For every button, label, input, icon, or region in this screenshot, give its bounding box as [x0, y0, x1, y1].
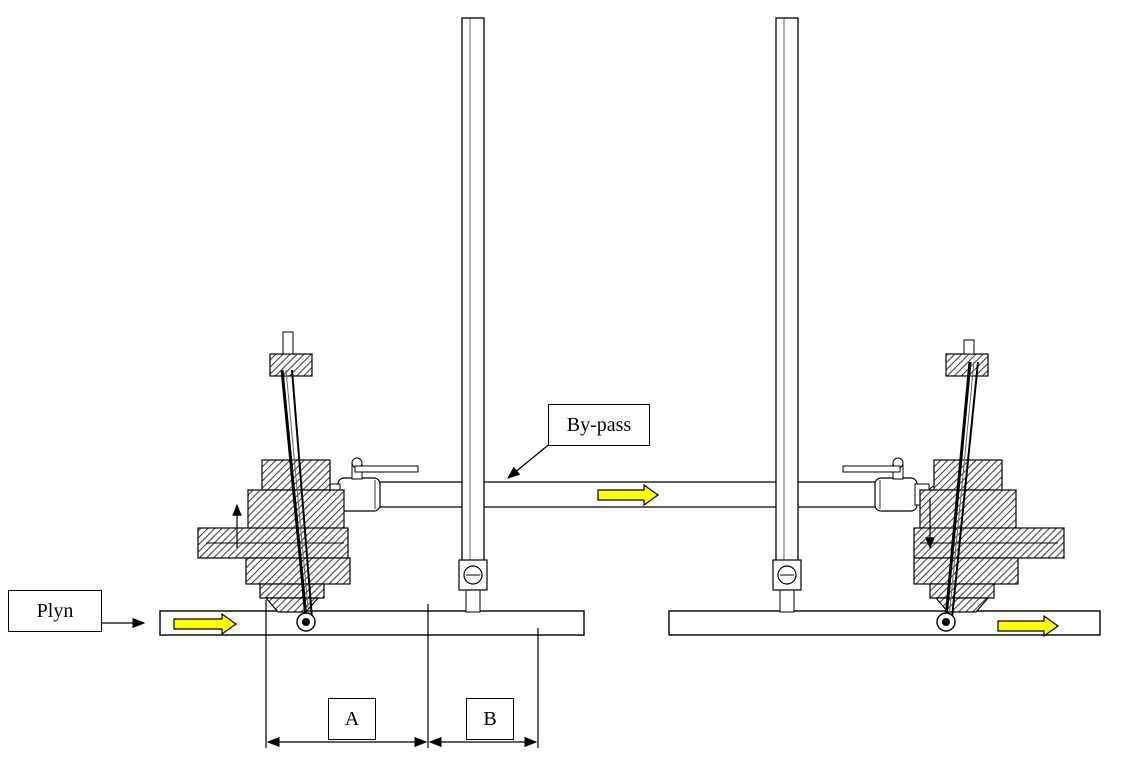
dimension-b-label: B: [466, 698, 514, 740]
dimension-b: [428, 628, 539, 748]
flow-arrow-icon: [597, 483, 660, 507]
dimension-a: [265, 600, 429, 748]
probe-insertion-device-icon: [197, 331, 351, 632]
ball-valve-icon: [772, 559, 802, 591]
gas-label: Plyn: [8, 590, 102, 632]
bypass-label: By-pass: [548, 404, 650, 446]
ball-valve-icon: [458, 559, 488, 591]
standpipe-right: [772, 17, 802, 613]
standpipe-left: [458, 17, 488, 613]
probe-insertion-device-icon: [913, 339, 1065, 632]
flow-arrow-icon: [173, 612, 238, 636]
bypass-label-pointer: [506, 441, 553, 479]
dimension-a-label: A: [328, 698, 376, 740]
flow-arrow-icon: [997, 614, 1060, 638]
